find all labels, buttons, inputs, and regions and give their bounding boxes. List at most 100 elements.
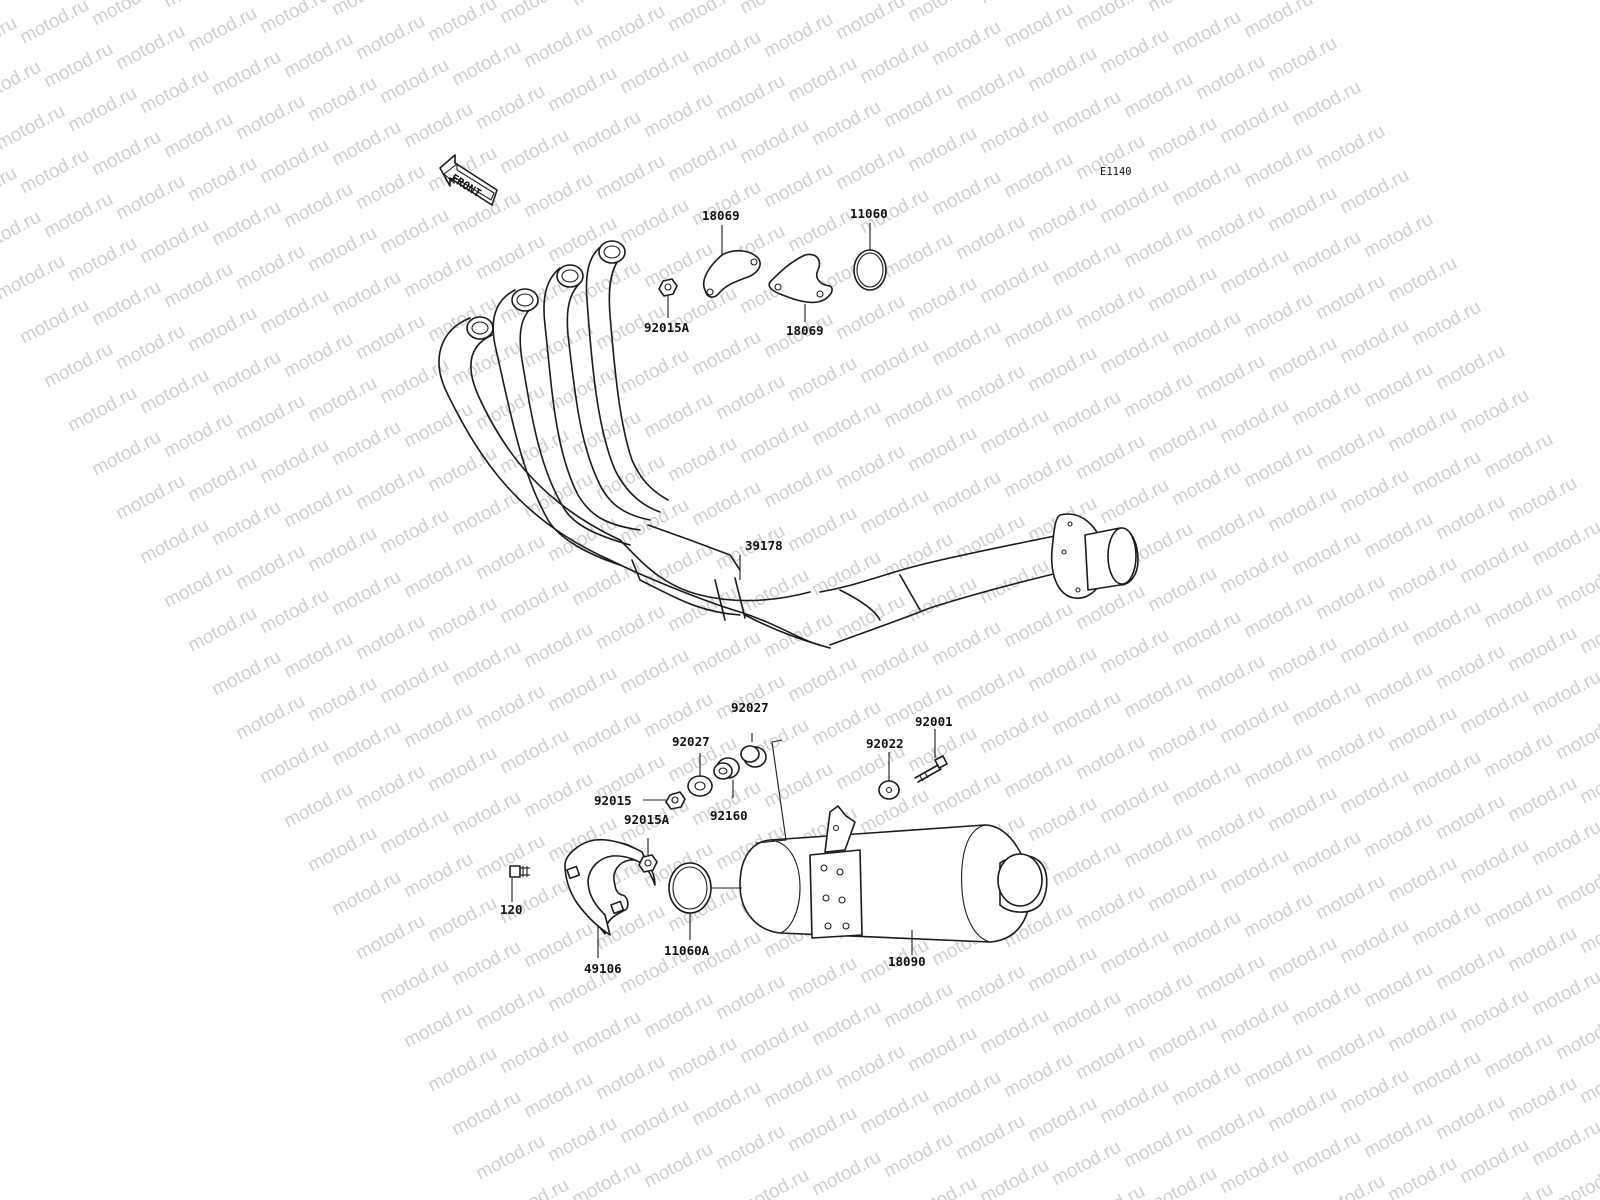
watermark-text: motod.ru xyxy=(616,1095,692,1149)
watermark-text: motod.ru xyxy=(1216,545,1292,599)
watermark-text: motod.ru xyxy=(400,549,476,603)
label-11060: 11060 xyxy=(850,206,888,221)
part-92001-bolt[interactable] xyxy=(914,755,948,783)
watermark-text: motod.ru xyxy=(376,355,452,409)
watermark-text: motod.ru xyxy=(1144,413,1220,467)
watermark-text: motod.ru xyxy=(1024,943,1100,997)
part-92015A-top[interactable] xyxy=(658,278,678,297)
part-92160-damper[interactable] xyxy=(713,757,740,780)
part-11060-gasket[interactable] xyxy=(853,249,887,291)
watermark-text: motod.ru xyxy=(784,653,860,707)
watermark-text: motod.ru xyxy=(112,321,188,375)
watermark-text: motod.ru xyxy=(1192,351,1268,405)
watermark-text: motod.ru xyxy=(1000,749,1076,803)
watermark-text: motod.ru xyxy=(1240,439,1316,493)
watermark-text: motod.ru xyxy=(352,461,428,515)
watermark-text: motod.ru xyxy=(1240,0,1316,42)
watermark-text: motod.ru xyxy=(1072,881,1148,935)
watermark-text: motod.ru xyxy=(64,83,140,137)
watermark-text: motod.ru xyxy=(1552,1011,1600,1065)
watermark-text: motod.ru xyxy=(448,337,524,391)
watermark-text: motod.ru xyxy=(544,663,620,717)
part-120-bolt[interactable] xyxy=(509,865,530,878)
watermark-text: motod.ru xyxy=(0,13,21,67)
watermark-text: motod.ru xyxy=(688,627,764,681)
watermark-text: motod.ru xyxy=(1192,1101,1268,1155)
watermark-text: motod.ru xyxy=(184,603,260,657)
watermark-text: motod.ru xyxy=(1240,739,1316,793)
label-92022: 92022 xyxy=(866,736,904,751)
watermark-text: motod.ru xyxy=(1312,571,1388,625)
watermark-text: motod.ru xyxy=(544,513,620,567)
watermark-text: motod.ru xyxy=(472,681,548,735)
watermark-text: motod.ru xyxy=(856,635,932,689)
watermark-text: motod.ru xyxy=(496,725,572,779)
watermark-text: motod.ru xyxy=(1120,219,1196,273)
watermark-text: motod.ru xyxy=(448,1087,524,1141)
part-92027-collar[interactable] xyxy=(687,775,713,797)
part-11060A-gasket[interactable] xyxy=(668,862,712,914)
part-92015-nut[interactable] xyxy=(665,791,686,810)
watermark-text: motod.ru xyxy=(112,21,188,75)
watermark-text: motod.ru xyxy=(496,425,572,479)
watermark-text: motod.ru xyxy=(1384,703,1460,757)
watermark-text: motod.ru xyxy=(496,1175,572,1200)
watermark-text: motod.ru xyxy=(1552,861,1600,915)
watermark-text: motod.ru xyxy=(1192,951,1268,1005)
watermark-text: motod.ru xyxy=(808,1147,884,1200)
watermark-text: motod.ru xyxy=(1432,941,1508,995)
watermark-text: motod.ru xyxy=(1024,193,1100,247)
watermark-text: motod.ru xyxy=(1144,1163,1220,1200)
watermark-text: motod.ru xyxy=(808,97,884,151)
watermark-text: motod.ru xyxy=(400,849,476,903)
part-92015A-bottom[interactable] xyxy=(638,854,658,873)
watermark-text: motod.ru xyxy=(976,0,1052,8)
watermark-text: motod.ru xyxy=(880,379,956,433)
watermark-text: motod.ru xyxy=(1072,1181,1148,1200)
watermark-text: motod.ru xyxy=(1096,325,1172,379)
watermark-text: motod.ru xyxy=(1216,845,1292,899)
watermark-text: motod.ru xyxy=(1024,643,1100,697)
watermark-text: motod.ru xyxy=(1336,765,1412,819)
watermark-text: motod.ru xyxy=(520,619,596,673)
watermark-text: motod.ru xyxy=(1096,775,1172,829)
part-18090-muffler[interactable] xyxy=(739,805,1048,943)
watermark-text: motod.ru xyxy=(424,743,500,797)
watermark-text: motod.ru xyxy=(1072,731,1148,785)
watermark-text: motod.ru xyxy=(1576,905,1600,959)
watermark-text: motod.ru xyxy=(1288,827,1364,881)
watermark-text: motod.ru xyxy=(832,1041,908,1095)
watermark-text: motod.ru xyxy=(1456,385,1532,439)
watermark-text: motod.ru xyxy=(952,661,1028,715)
watermark-text: motod.ru xyxy=(40,339,116,393)
watermark-text: motod.ru xyxy=(1096,475,1172,529)
watermark-text: motod.ru xyxy=(280,179,356,233)
watermark-text: motod.ru xyxy=(352,11,428,65)
watermark-text: motod.ru xyxy=(1264,633,1340,687)
watermark-text: motod.ru xyxy=(1048,687,1124,741)
watermark-text: motod.ru xyxy=(88,0,164,30)
watermark-text: motod.ru xyxy=(616,345,692,399)
watermark-text: motod.ru xyxy=(520,1069,596,1123)
watermark-text: motod.ru xyxy=(1168,457,1244,511)
part-49106-heat-guard[interactable] xyxy=(564,838,656,936)
exhaust-header-39178[interactable] xyxy=(438,240,1139,649)
watermark-text: motod.ru xyxy=(736,115,812,169)
watermark-text: motod.ru xyxy=(1432,341,1508,395)
part-92022-washer[interactable] xyxy=(878,780,900,800)
watermark-text: motod.ru xyxy=(1552,561,1600,615)
watermark-text: motod.ru xyxy=(1216,1145,1292,1199)
part-18069-upper[interactable] xyxy=(703,249,761,298)
label-92015A-bottom: 92015A xyxy=(624,812,670,827)
watermark-text: motod.ru xyxy=(976,405,1052,459)
part-18069-lower[interactable] xyxy=(768,253,833,304)
part-92027-upper-collar[interactable] xyxy=(740,745,767,768)
watermark-text: motod.ru xyxy=(928,17,1004,71)
watermark-text: motod.ru xyxy=(808,997,884,1051)
watermark-text: motod.ru xyxy=(688,27,764,81)
watermark-text: motod.ru xyxy=(256,585,332,639)
watermark-text: motod.ru xyxy=(1480,579,1556,633)
watermark-text: motod.ru xyxy=(1312,871,1388,925)
